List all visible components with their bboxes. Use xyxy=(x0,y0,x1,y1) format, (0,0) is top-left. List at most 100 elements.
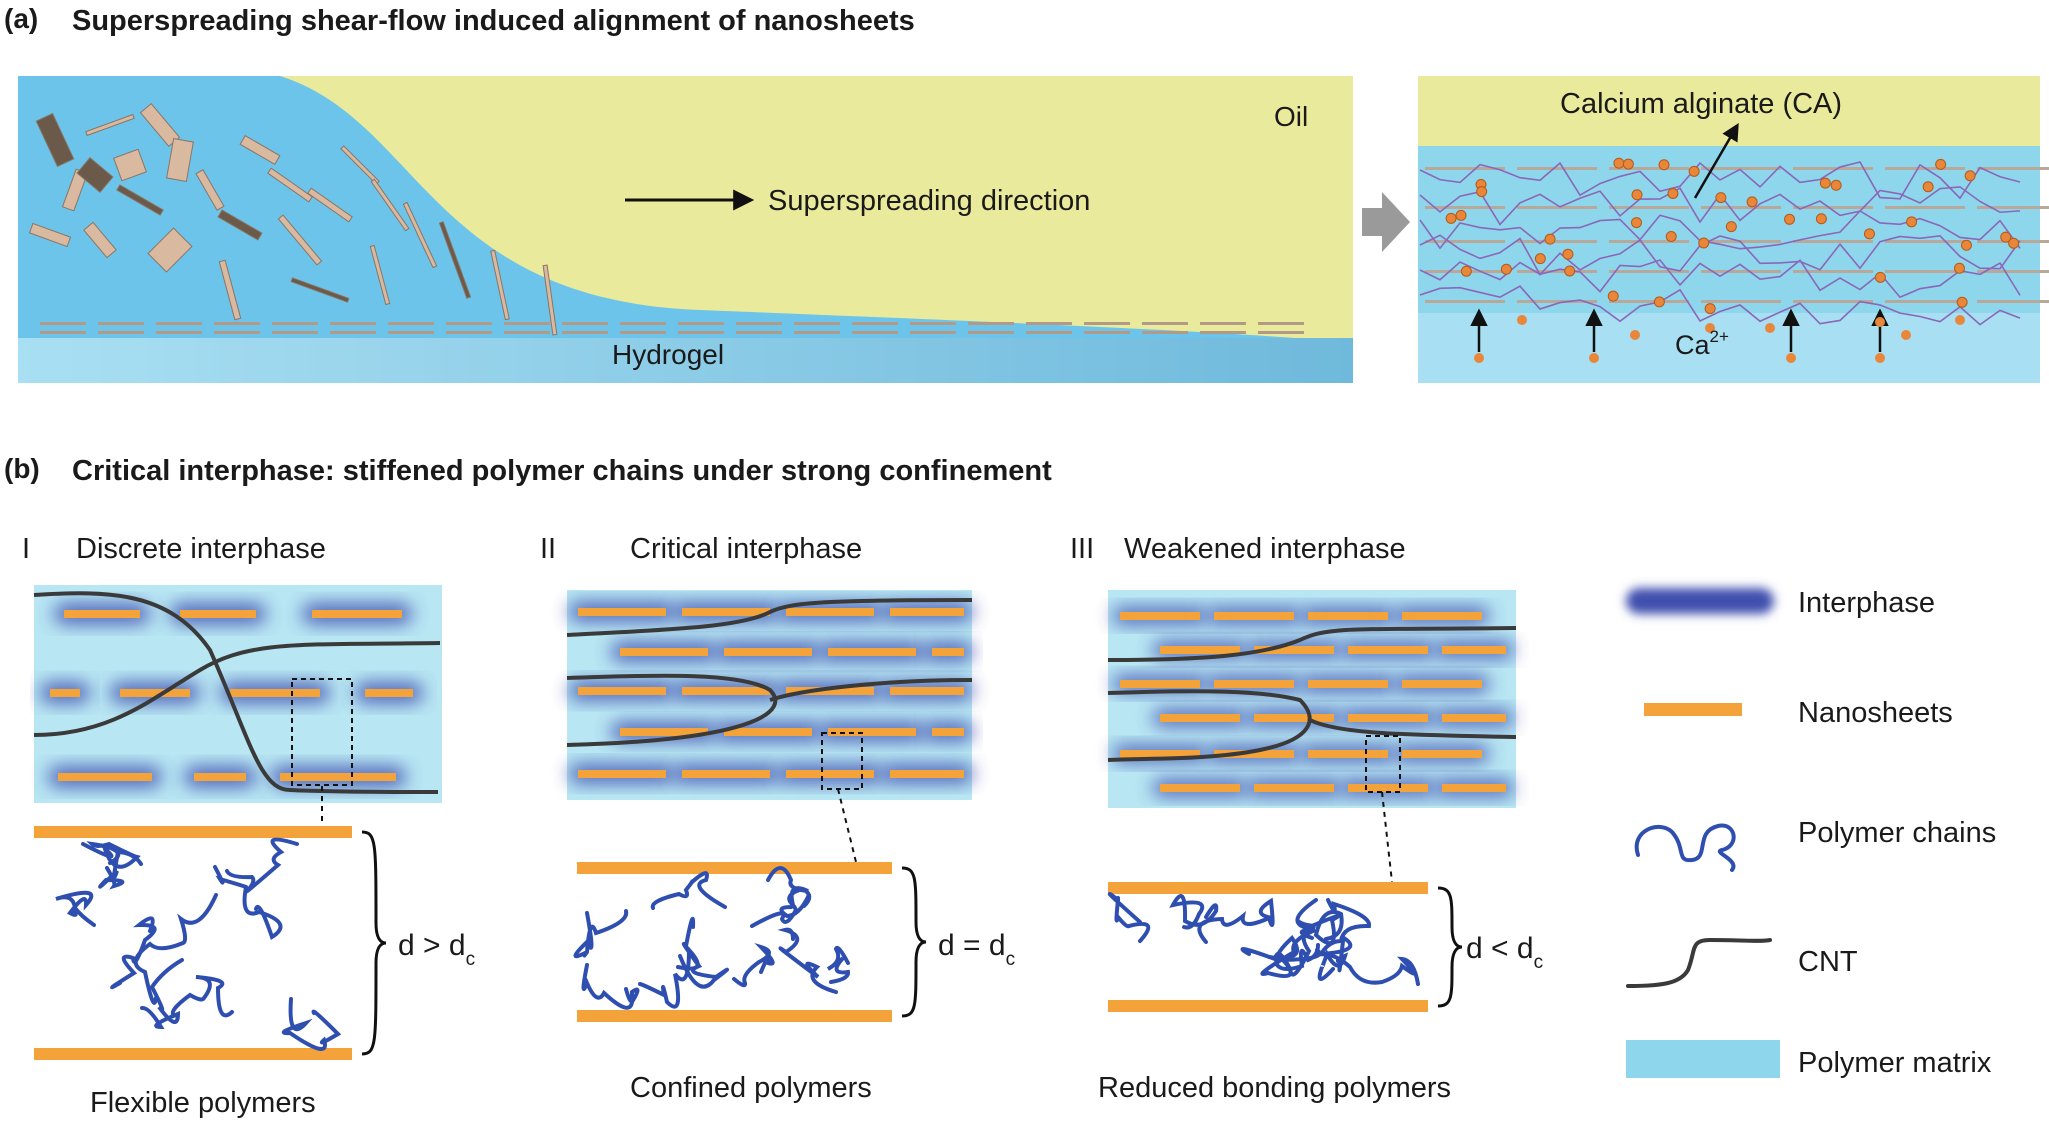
calcium-ion xyxy=(1874,271,1886,283)
nanosheet xyxy=(578,770,666,778)
case-3-zoom xyxy=(1107,791,1463,1012)
nanosheet-flakes xyxy=(28,102,1304,336)
aligned-nanosheet xyxy=(620,322,666,325)
aligned-sheet xyxy=(1517,270,1597,273)
nanosheet-flake xyxy=(195,169,225,211)
aligned-nanosheet xyxy=(98,331,144,334)
calcium-ion xyxy=(1460,265,1472,277)
legend-label-nanosheets: Nanosheets xyxy=(1798,697,1953,729)
legend-nanosheets: Nanosheets xyxy=(1644,697,1953,729)
calcium-ion xyxy=(1622,158,1634,170)
nanosheet-flake xyxy=(28,222,72,248)
aligned-nanosheet xyxy=(1084,331,1130,334)
case-3-composite xyxy=(1107,590,1517,808)
aligned-nanosheet xyxy=(388,322,434,325)
polymer-chain xyxy=(1240,919,1316,977)
nanosheet xyxy=(280,773,396,781)
hydrogel-layer xyxy=(1418,313,2040,383)
cnt-line xyxy=(33,591,439,794)
polymer-chain xyxy=(766,866,812,911)
aligned-sheet xyxy=(1977,270,2049,273)
aligned-nanosheet xyxy=(330,331,376,334)
nanosheet xyxy=(58,773,152,781)
nanosheet xyxy=(1254,646,1334,654)
legend-label-cnt: CNT xyxy=(1798,946,1858,978)
calcium-ion xyxy=(1960,239,1972,251)
aligned-sheet xyxy=(1517,167,1597,170)
nanosheet-flake xyxy=(166,137,194,183)
nanosheet-flake xyxy=(369,244,391,306)
aligned-nanosheet xyxy=(98,322,144,325)
aligned-sheet xyxy=(1793,270,1873,273)
nanosheet-flake xyxy=(307,187,353,223)
case-2-caption: Confined polymers xyxy=(630,1072,872,1104)
polymer-chain-swatch-icon xyxy=(1634,823,1736,872)
polymer-chain xyxy=(678,916,729,989)
nanosheet xyxy=(578,687,666,695)
nanosheet-flake xyxy=(438,221,472,299)
nanosheet-bottom xyxy=(34,1048,352,1060)
aligned-sheet xyxy=(1793,240,1873,243)
aligned-sheet xyxy=(1885,206,1965,209)
polymer-chain xyxy=(281,997,342,1051)
case-3-numeral: III xyxy=(1070,533,1094,565)
nanosheet xyxy=(1160,714,1240,722)
nanosheet-swatch-icon xyxy=(1644,703,1742,716)
alginate-chain xyxy=(1419,234,2021,276)
calcium-ion xyxy=(1765,323,1775,333)
nanosheet xyxy=(194,773,246,781)
nanosheet xyxy=(828,648,916,656)
nanosheet xyxy=(1214,612,1294,620)
polymer-chain xyxy=(777,927,838,994)
aligned-sheet xyxy=(1609,167,1689,170)
aligned-nanosheet xyxy=(40,331,86,334)
aligned-sheet xyxy=(1701,167,1781,170)
polymer-chain xyxy=(1317,898,1372,957)
hydrogel-label: Hydrogel xyxy=(612,339,724,370)
aligned-sheet xyxy=(1425,240,1505,243)
nanosheet xyxy=(1442,714,1506,722)
polymer-chain xyxy=(826,946,851,984)
calcium-ion xyxy=(1589,353,1599,363)
case-1-composite xyxy=(33,585,442,803)
cnt-line xyxy=(566,673,778,747)
case-3-relation: d < dc xyxy=(1466,932,1543,973)
aligned-nanosheet xyxy=(272,322,318,325)
calcium-ion xyxy=(1935,158,1947,170)
superspreading-scene: Oil Superspreading direction Hydrogel xyxy=(18,76,1353,383)
aligned-nanosheet xyxy=(214,331,260,334)
calcium-ion xyxy=(1455,209,1467,221)
nanosheet xyxy=(578,608,666,616)
calcium-ion xyxy=(1964,170,1976,182)
ca-label: Calcium alginate (CA) xyxy=(1560,88,1842,120)
nanosheet-top xyxy=(34,826,352,838)
calcium-ion xyxy=(1631,217,1643,229)
polymer-chain xyxy=(133,893,218,1005)
legend-label-polymer-matrix: Polymer matrix xyxy=(1798,1047,1992,1079)
nanosheet xyxy=(1120,612,1200,620)
alginate-chain xyxy=(1419,209,2021,250)
calcium-ion xyxy=(1746,196,1758,208)
aligned-nanosheet xyxy=(1026,322,1072,325)
polymer-matrix-swatch-icon xyxy=(1626,1040,1780,1078)
polymer-chain xyxy=(1260,928,1322,978)
polymer-chain xyxy=(81,841,141,869)
polymer-chain xyxy=(1107,892,1151,943)
cnt-swatch-icon xyxy=(1626,937,1772,988)
calcium-ion xyxy=(1667,187,1679,199)
nanosheet-flake xyxy=(402,201,438,269)
polymer-chain xyxy=(732,942,775,988)
nanosheet xyxy=(230,689,320,697)
polymer-chain xyxy=(1169,894,1219,930)
aligned-nanosheet xyxy=(1142,322,1188,325)
legend-label-polymer-chains: Polymer chains xyxy=(1798,817,1996,849)
nanosheet xyxy=(724,648,812,656)
aligned-nanosheet xyxy=(330,322,376,325)
aligned-nanosheet xyxy=(1258,331,1304,334)
cnt-line xyxy=(1107,626,1517,662)
aligned-nanosheet xyxy=(1200,331,1246,334)
aligned-nanosheet xyxy=(1142,331,1188,334)
distance-brace xyxy=(1437,886,1463,1008)
case-1-zoom xyxy=(34,786,387,1060)
nanosheet xyxy=(1160,784,1240,792)
